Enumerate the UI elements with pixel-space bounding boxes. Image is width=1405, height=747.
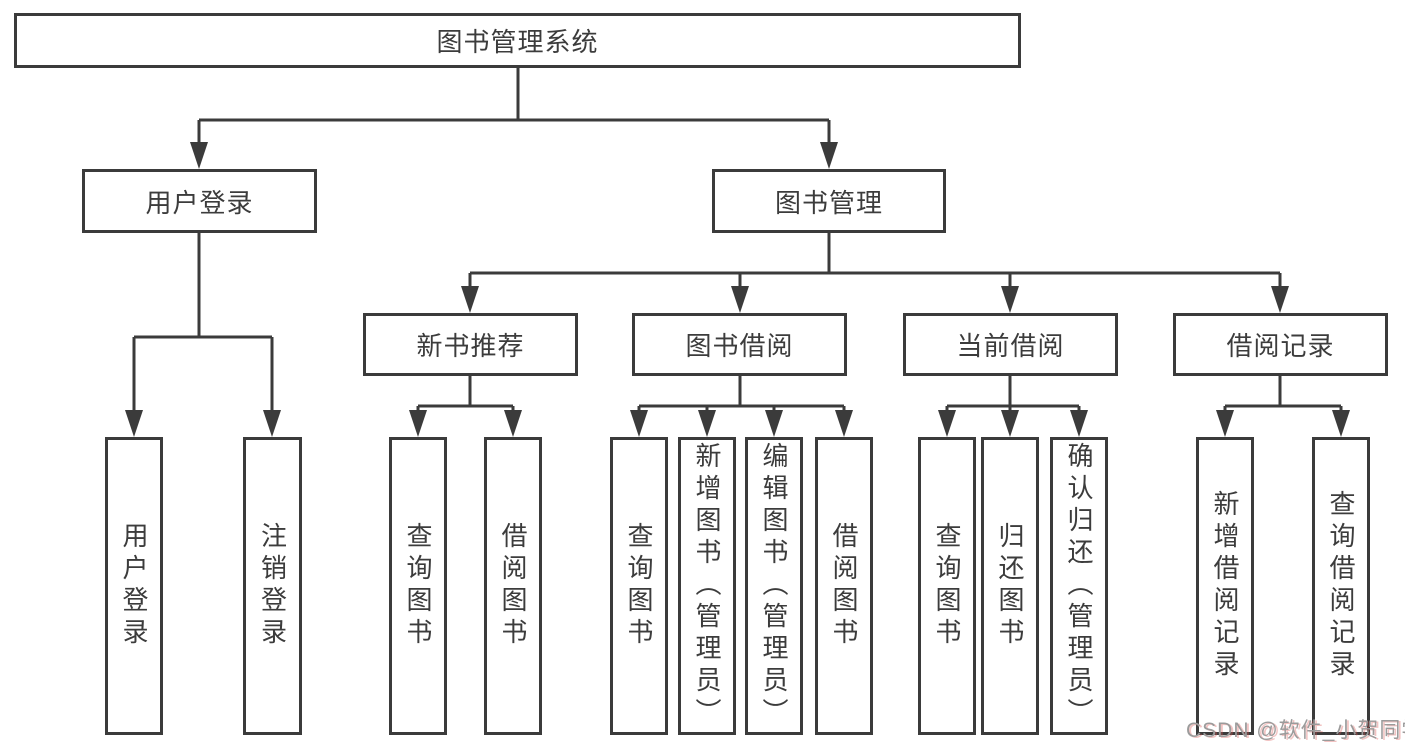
- leaf-newbooks-query-book-label: 查询图书: [403, 522, 433, 650]
- leaf-return-book: 归还图书: [981, 437, 1039, 735]
- node-user-login-label: 用户登录: [145, 187, 254, 218]
- node-current-borrow: 当前借阅: [903, 313, 1118, 376]
- leaf-current-query-book: 查询图书: [918, 437, 976, 735]
- node-root-system: 图书管理系统: [14, 13, 1021, 68]
- connector-book-borrow: [630, 376, 853, 437]
- connector-new-books: [409, 376, 522, 437]
- leaf-confirm-return-admin: 确认归还（管理员）: [1050, 437, 1108, 735]
- node-new-books: 新书推荐: [363, 313, 578, 376]
- leaf-current-query-book-label: 查询图书: [932, 522, 962, 650]
- node-user-login: 用户登录: [82, 169, 317, 233]
- leaf-confirm-return-admin-label: 确认归还（管理员）: [1064, 442, 1094, 730]
- leaf-edit-book-admin: 编辑图书（管理员）: [745, 437, 803, 735]
- leaf-user-login-label: 用户登录: [119, 522, 149, 650]
- leaf-return-book-label: 归还图书: [995, 522, 1025, 650]
- node-book-borrow-label: 图书借阅: [685, 331, 794, 361]
- connector-root: [190, 68, 838, 169]
- leaf-borrow-query-book: 查询图书: [610, 437, 668, 735]
- node-current-borrow-label: 当前借阅: [956, 331, 1065, 361]
- leaf-borrow-borrow-book: 借阅图书: [815, 437, 873, 735]
- leaf-query-borrow-record: 查询借阅记录: [1312, 437, 1370, 735]
- watermark-text: CSDN @软件_小贺同学: [1186, 719, 1405, 742]
- node-borrow-records-label: 借阅记录: [1226, 331, 1335, 361]
- node-borrow-records: 借阅记录: [1173, 313, 1388, 376]
- leaf-logout-label: 注销登录: [257, 522, 288, 650]
- node-book-mgmt: 图书管理: [712, 169, 946, 233]
- leaf-add-book-admin-label: 新增图书（管理员）: [692, 442, 722, 730]
- leaf-newbooks-borrow-book: 借阅图书: [484, 437, 542, 735]
- node-book-borrow: 图书借阅: [632, 313, 847, 376]
- leaf-user-login: 用户登录: [105, 437, 163, 735]
- connector-user-login: [125, 233, 281, 437]
- leaf-edit-book-admin-label: 编辑图书（管理员）: [759, 442, 789, 730]
- connector-current-borrow: [938, 376, 1088, 437]
- leaf-borrow-borrow-book-label: 借阅图书: [829, 522, 859, 650]
- leaf-borrow-query-book-label: 查询图书: [624, 522, 654, 650]
- node-book-mgmt-label: 图书管理: [774, 187, 883, 218]
- connector-book-mgmt: [461, 233, 1289, 313]
- leaf-logout: 注销登录: [243, 437, 302, 735]
- connector-borrow-records: [1216, 376, 1350, 437]
- leaf-newbooks-query-book: 查询图书: [389, 437, 447, 735]
- leaf-add-borrow-record: 新增借阅记录: [1196, 437, 1254, 735]
- node-root-system-label: 图书管理系统: [436, 27, 599, 57]
- leaf-query-borrow-record-label: 查询借阅记录: [1326, 490, 1356, 682]
- leaf-newbooks-borrow-book-label: 借阅图书: [498, 522, 528, 650]
- node-new-books-label: 新书推荐: [416, 331, 525, 361]
- leaf-add-borrow-record-label: 新增借阅记录: [1210, 490, 1240, 682]
- leaf-add-book-admin: 新增图书（管理员）: [678, 437, 736, 735]
